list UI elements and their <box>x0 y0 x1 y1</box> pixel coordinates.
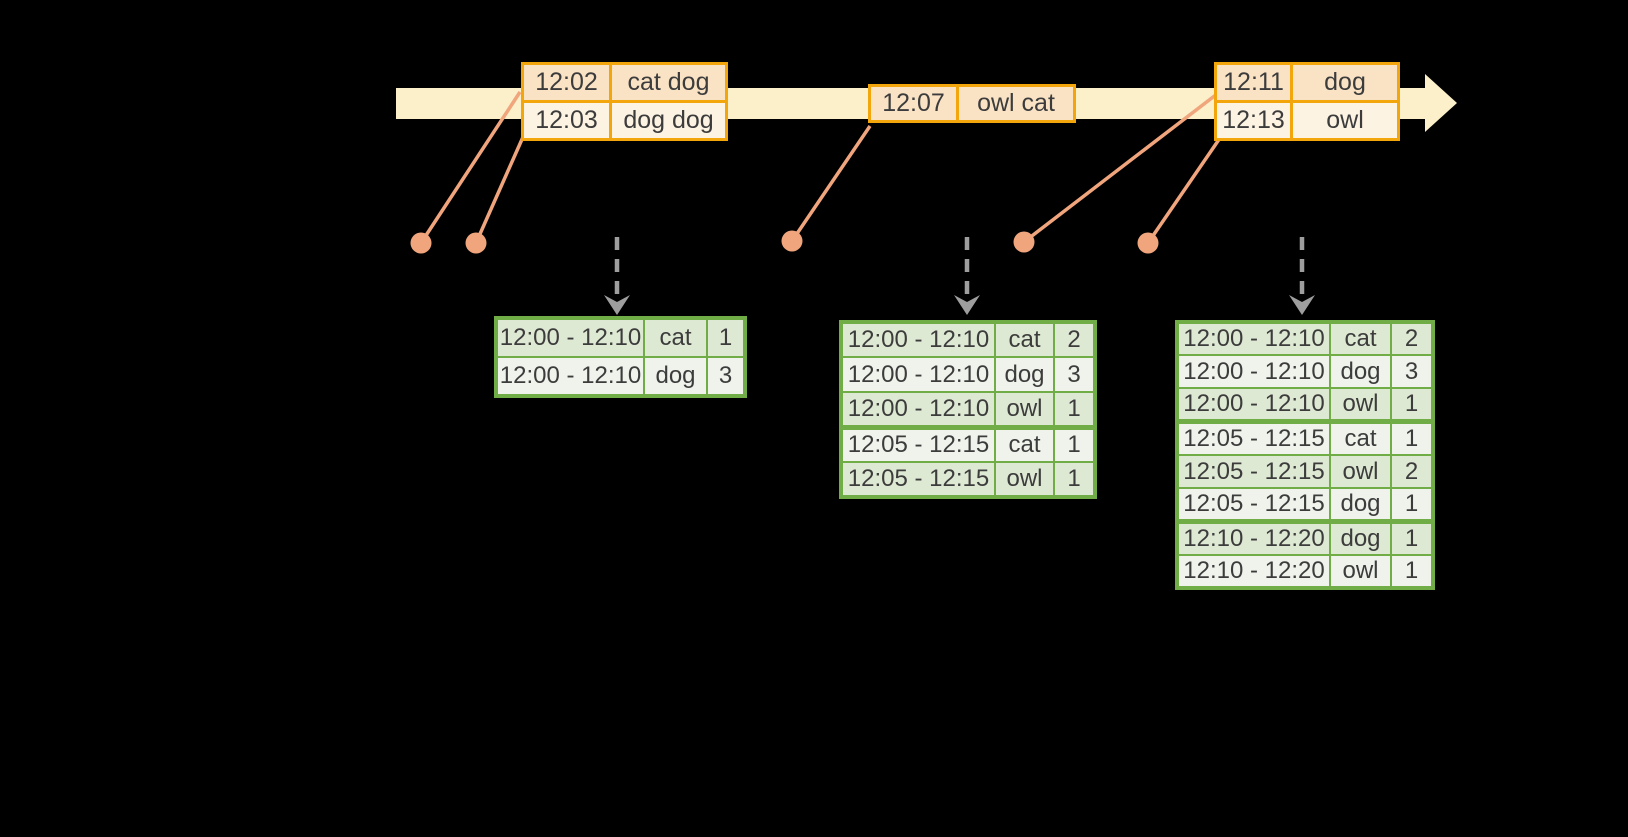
event-dot <box>781 230 803 252</box>
table-cell: dog <box>994 356 1055 393</box>
table-cell: 12:05 - 12:15 <box>1176 487 1331 523</box>
event-connector-line <box>1022 92 1219 244</box>
table-cell: 12:10 - 12:20 <box>1176 554 1331 589</box>
table-cell: 1 <box>1390 487 1434 523</box>
table-cell: cat dog <box>609 62 728 103</box>
table-cell: 12:13 <box>1214 100 1293 141</box>
table-cell: 12:00 - 12:10 <box>1176 354 1331 389</box>
event-connector-line <box>790 125 872 242</box>
table-cell: 12:00 - 12:10 <box>1176 321 1331 356</box>
table-cell: 12:00 - 12:10 <box>495 356 645 397</box>
table-cell: 1 <box>1390 387 1434 423</box>
table-cell: 2 <box>1053 321 1096 358</box>
table-cell: 12:05 - 12:15 <box>840 424 996 463</box>
table-cell: cat <box>994 424 1055 463</box>
table-cell: 1 <box>1053 424 1096 463</box>
trigger-arrowheads <box>604 295 1315 315</box>
table-cell: 12:10 - 12:20 <box>1176 519 1331 556</box>
trigger-arrowhead-icon <box>604 295 630 315</box>
table-cell: 1 <box>1053 461 1096 498</box>
timeline-arrowhead-icon <box>1425 74 1457 132</box>
table-cell: owl cat <box>956 84 1076 123</box>
table-cell: owl <box>1329 387 1392 423</box>
event-dots <box>410 230 1159 254</box>
table-cell: 12:03 <box>521 100 612 141</box>
table-cell: owl <box>1329 554 1392 589</box>
table-cell: dog dog <box>609 100 728 141</box>
table-cell: dog <box>643 356 708 397</box>
table-cell: 12:05 - 12:15 <box>1176 419 1331 456</box>
table-cell: 2 <box>1390 321 1434 356</box>
table-cell: 12:02 <box>521 62 612 103</box>
table-cell: 1 <box>1390 519 1434 556</box>
table-cell: 1 <box>1390 554 1434 589</box>
event-dot <box>465 232 487 254</box>
table-cell: 1 <box>706 317 746 358</box>
table-cell: dog <box>1329 519 1392 556</box>
table-cell: 12:07 <box>868 84 959 123</box>
table-cell: owl <box>1329 454 1392 489</box>
table-cell: 1 <box>1390 419 1434 456</box>
table-cell: 12:05 - 12:15 <box>1176 454 1331 489</box>
table-cell: 12:00 - 12:10 <box>495 317 645 358</box>
table-cell: owl <box>994 461 1055 498</box>
event-dot <box>1013 231 1035 253</box>
table-cell: cat <box>994 321 1055 358</box>
event-connectors <box>419 91 1222 244</box>
table-cell: owl <box>1290 100 1400 141</box>
table-cell: dog <box>1290 62 1400 103</box>
table-cell: dog <box>1329 487 1392 523</box>
table-cell: dog <box>1329 354 1392 389</box>
table-cell: 3 <box>706 356 746 397</box>
table-cell: owl <box>994 391 1055 428</box>
table-cell: 2 <box>1390 454 1434 489</box>
event-dot <box>410 232 432 254</box>
trigger-arrows <box>614 237 1305 296</box>
event-connector-line <box>419 91 522 244</box>
table-cell: 12:00 - 12:10 <box>1176 387 1331 423</box>
table-cell: 3 <box>1053 356 1096 393</box>
table-cell: cat <box>1329 419 1392 456</box>
event-dot <box>1137 232 1159 254</box>
table-cell: cat <box>1329 321 1392 356</box>
event-connector-line <box>1146 137 1222 244</box>
table-cell: 3 <box>1390 354 1434 389</box>
trigger-arrowhead-icon <box>954 295 980 315</box>
table-cell: cat <box>643 317 708 358</box>
table-cell: 12:00 - 12:10 <box>840 391 996 428</box>
trigger-arrowhead-icon <box>1289 295 1315 315</box>
table-cell: 12:11 <box>1214 62 1293 103</box>
event-connector-line <box>474 136 525 244</box>
table-cell: 12:05 - 12:15 <box>840 461 996 498</box>
table-cell: 1 <box>1053 391 1096 428</box>
table-cell: 12:00 - 12:10 <box>840 321 996 358</box>
table-cell: 12:00 - 12:10 <box>840 356 996 393</box>
